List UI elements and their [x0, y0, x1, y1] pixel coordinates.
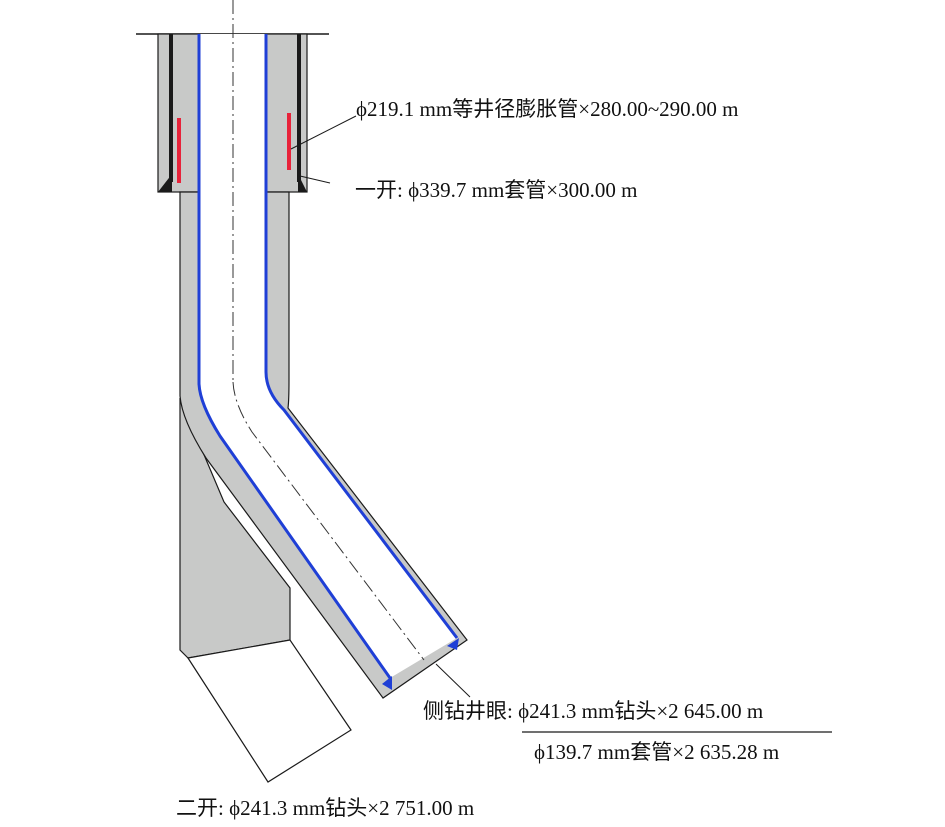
sidetrack-prefix: 侧钻井眼:: [423, 699, 519, 723]
casing-shoe-left: [382, 676, 392, 690]
surface-casing-shoe-left: [158, 174, 172, 192]
casing-shoe-right: [447, 638, 459, 650]
second-spud-label: 二开: ϕ241.3 mm钻头×2 751.00 m: [176, 796, 475, 820]
leader-first-spud: [299, 175, 331, 184]
leader-expandable: [290, 115, 357, 150]
expandable-pipe-label: ϕ219.1 mm等井径膨胀管×280.00~290.00 m: [356, 97, 739, 121]
sidetrack-bit: ϕ241.3 mm钻头×2 645.00 m: [518, 699, 764, 723]
centerline-deviated: [232, 381, 425, 661]
original-open-hole: [187, 639, 352, 783]
casing-line-left: [197, 34, 392, 679]
surface-casing-shoe-right: [298, 174, 307, 192]
casing-line-right: [264, 34, 459, 639]
first-spud-label: 一开: ϕ339.7 mm套管×300.00 m: [355, 178, 638, 202]
sidetrack-casing-label: ϕ139.7 mm套管×2 635.28 m: [534, 740, 780, 764]
sidetrack-label: 侧钻井眼: ϕ241.3 mm钻头×2 645.00 m: [423, 698, 763, 724]
leader-sidetrack: [435, 663, 471, 698]
inner-bore: [199, 34, 457, 678]
